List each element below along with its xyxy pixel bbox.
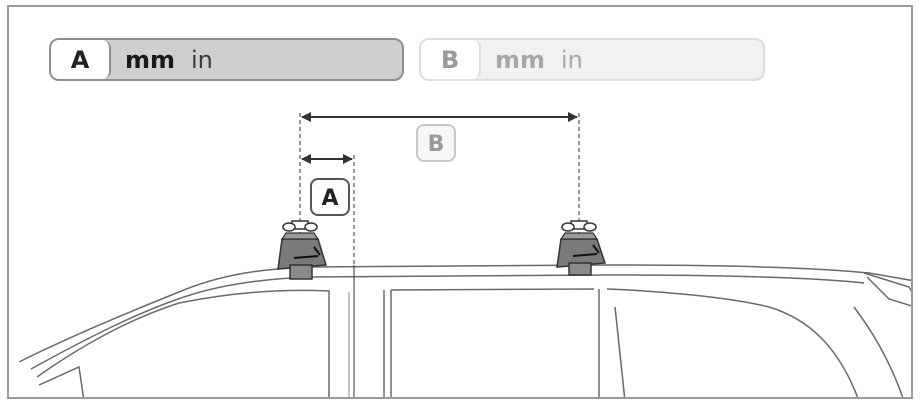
svg-text:A: A [321,186,338,211]
roof-rack-foot-rear [556,220,607,276]
reference-lines [299,113,580,265]
dimension-label-a: A [310,178,350,216]
measurement-a-badge: A [51,40,111,79]
unit-mm-option-b[interactable]: mm [495,45,546,74]
svg-text:B: B [428,132,445,157]
car-outline [18,264,911,397]
unit-in-option-b[interactable]: in [561,45,583,74]
measurement-b-badge: B [421,40,481,79]
dimension-label-b: B [416,124,456,162]
roof-rack-foot-front [277,220,327,280]
roof-rack-diagram: B A [18,112,911,397]
diagram-frame: A mm in B mm in [7,5,913,399]
unit-mm-option-a[interactable]: mm [125,45,176,74]
measurement-b-unit-toggle[interactable]: B mm in [419,38,765,81]
unit-in-option-a[interactable]: in [191,45,213,74]
measurement-a-unit-toggle[interactable]: A mm in [49,38,404,81]
